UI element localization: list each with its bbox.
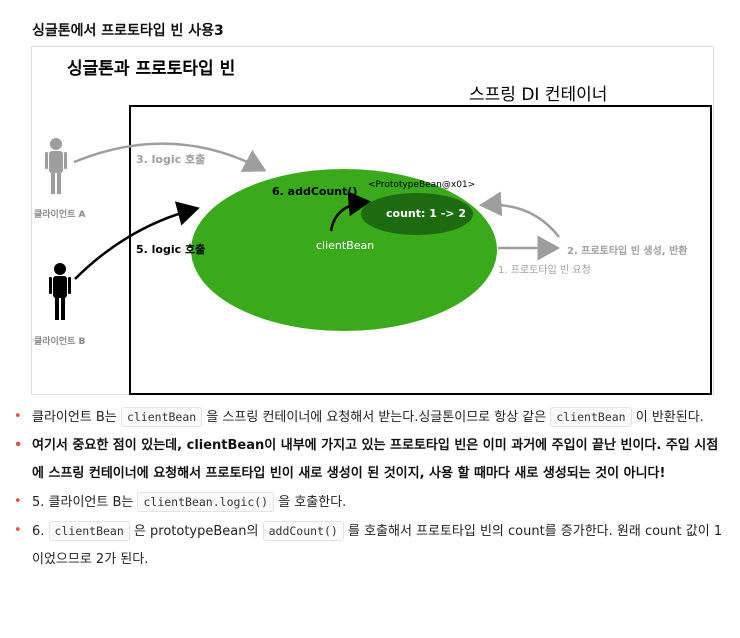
bullet-1-text-a: 클라이언트 B는 bbox=[32, 410, 121, 425]
slide-title: 싱글톤과 프로토타입 빈 bbox=[67, 59, 236, 79]
client-a-person-icon bbox=[45, 138, 67, 194]
arrow-add-count bbox=[329, 191, 371, 232]
add-count-label: 6. addCount() bbox=[272, 185, 358, 198]
prototype-bean-id: <PrototypeBean@x01> bbox=[368, 180, 476, 190]
bullet-3-text-b: 을 호출한다. bbox=[274, 495, 347, 510]
diagram-slide: 싱글톤과 프로토타입 빈 스프링 DI 컨테이너 bbox=[31, 46, 714, 395]
bullet-3: 5. 클라이언트 B는 clientBean.logic() 을 호출한다. bbox=[14, 488, 726, 517]
bullet-4-code-a: clientBean bbox=[48, 521, 130, 541]
request-label: 1. 프로토타입 빈 요청 bbox=[498, 265, 591, 276]
container-label: 스프링 DI 컨테이너 bbox=[469, 85, 608, 105]
arrow-logic-a bbox=[73, 142, 267, 172]
bullet-4-code-b: addCount() bbox=[262, 521, 344, 541]
bullet-2-prefix: 여기서 중요한 점이 있는데, bbox=[32, 438, 187, 453]
diagram-graphics bbox=[45, 138, 560, 331]
prototype-count-text: count: 1 -> 2 bbox=[386, 207, 466, 220]
bullet-1-text-c: 이 반환된다. bbox=[631, 410, 704, 425]
create-return-label: 2. 프로토타입 빈 생성, 반환 bbox=[567, 246, 688, 257]
logic-b-label: 5. logic 호출 bbox=[136, 243, 206, 256]
arrow-logic-b bbox=[74, 201, 200, 280]
bullet-1-text-b: 을 스프링 컨테이너에 요청해서 받는다.싱글톤이므로 항상 같은 bbox=[202, 410, 551, 425]
spring-container-box bbox=[129, 105, 712, 395]
bullet-1-code-a: clientBean bbox=[120, 407, 203, 427]
bullet-3-text-a: 5. 클라이언트 B는 bbox=[32, 495, 138, 510]
client-b-person-icon bbox=[49, 263, 71, 320]
arrow-create-return bbox=[479, 191, 560, 238]
bullet-4-text-c: 를 호출해서 프로토타입 빈의 count를 증가한다. 원래 count 값이… bbox=[32, 524, 723, 567]
page-title: 싱글톤에서 프로토타입 빈 사용3 bbox=[32, 23, 224, 39]
explanation-list: 클라이언트 B는 clientBean 을 스프링 컨테이너에 요청해서 받는다… bbox=[14, 403, 726, 574]
bullet-1-code-b: clientBean bbox=[550, 407, 632, 427]
bullet-2-rest: 이 내부에 가지고 있는 프로토타입 빈은 이미 과거에 주입이 끝난 빈이다.… bbox=[32, 438, 719, 481]
logic-a-label: 3. logic 호출 bbox=[136, 153, 206, 166]
client-b-label: 클라이언트 B bbox=[34, 337, 86, 347]
bullet-4-text-a: 6. bbox=[32, 524, 49, 539]
client-bean-label: clientBean bbox=[316, 239, 375, 252]
prototype-bean bbox=[361, 193, 473, 235]
bullet-2-highlight: clientBean bbox=[186, 438, 265, 453]
bullet-4: 6. clientBean 은 prototypeBean의 addCount(… bbox=[14, 517, 726, 574]
bullet-2: 여기서 중요한 점이 있는데, clientBean이 내부에 가지고 있는 프… bbox=[14, 432, 726, 488]
bullet-3-code: clientBean.logic() bbox=[137, 492, 275, 512]
bullet-1: 클라이언트 B는 clientBean 을 스프링 컨테이너에 요청해서 받는다… bbox=[14, 403, 726, 432]
bullet-4-text-b: 은 prototypeBean의 bbox=[129, 524, 263, 539]
client-a-label: 클라이언트 A bbox=[34, 210, 86, 220]
